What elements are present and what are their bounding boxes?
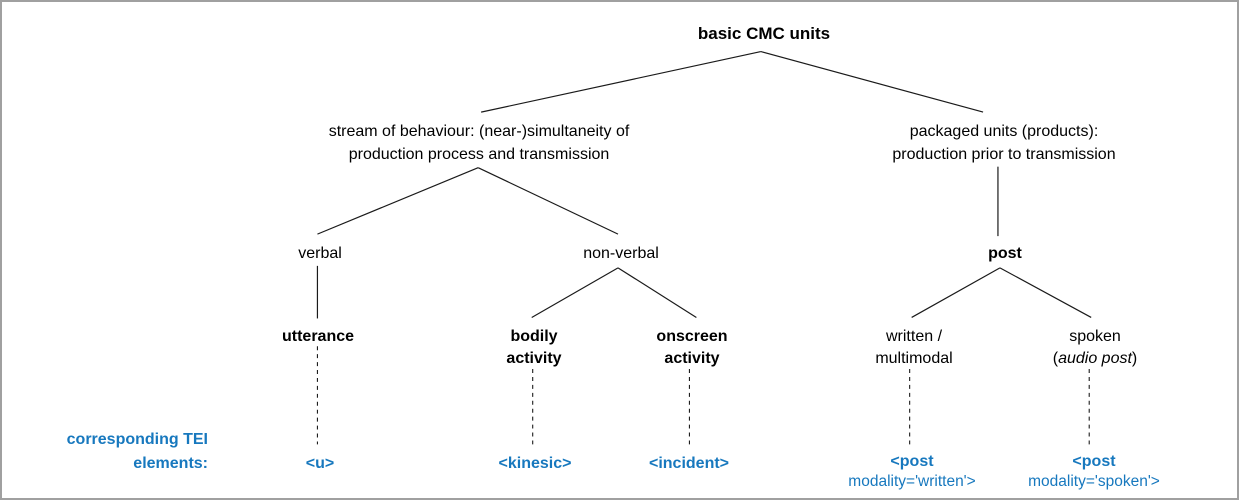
node-basic-cmc-units: basic CMC units (697, 24, 831, 43)
edge-nonverbal-bodily (531, 267, 619, 318)
node-written-line1: written / (885, 328, 943, 345)
paren-close: ) (1131, 350, 1138, 367)
node-bodily-line1: bodily (510, 328, 558, 345)
tei-post-written-line1: <post (890, 453, 934, 470)
node-packaged-units: packaged units (products): production pr… (892, 120, 1115, 166)
node-utterance: utterance (281, 328, 355, 345)
node-stream-of-behaviour: stream of behaviour: (near-)simultaneity… (329, 120, 630, 166)
node-non-verbal: non-verbal (583, 245, 659, 262)
paren-open: ( (1052, 350, 1059, 367)
tei-post-spoken-line1: <post (1072, 453, 1116, 470)
node-bodily-line2: activity (506, 350, 562, 367)
edge-post-spoken (999, 267, 1092, 318)
node-written-line2: multimodal (875, 350, 953, 367)
edge-root-stream (480, 51, 761, 113)
tei-post-written-line2: modality='written'> (848, 473, 976, 490)
node-onscreen-line1: onscreen (656, 328, 728, 345)
tei-caption-line1: corresponding TEI (66, 431, 208, 448)
tei-element-post-spoken: <post modality='spoken'> (1028, 452, 1160, 492)
node-verbal: verbal (298, 245, 342, 262)
node-onscreen-line2: activity (664, 350, 720, 367)
tei-element-u: <u> (305, 455, 335, 472)
tei-post-spoken-line2: modality='spoken'> (1028, 473, 1160, 490)
node-stream-line2: production process and transmission (348, 146, 610, 163)
node-spoken-line1: spoken (1069, 328, 1121, 345)
node-spoken-audio-post: spoken (audio post) (1053, 326, 1138, 370)
tei-caption-line2: elements: (133, 455, 208, 472)
edge-nonverbal-onscreen (617, 267, 697, 318)
edge-root-packaged (760, 51, 984, 113)
tei-caption: corresponding TEI elements: (22, 428, 208, 476)
tei-element-incident: <incident> (648, 455, 730, 472)
edge-stream-verbal (317, 167, 479, 235)
node-packaged-line2: production prior to transmission (892, 146, 1116, 163)
edge-post-written (911, 267, 1001, 318)
tei-element-kinesic: <kinesic> (498, 455, 572, 472)
node-post: post (988, 245, 1022, 262)
tei-element-post-written: <post modality='written'> (848, 452, 975, 492)
node-written-multimodal: written / multimodal (875, 326, 952, 370)
node-packaged-line1: packaged units (products): (909, 123, 1099, 140)
node-onscreen-activity: onscreen activity (656, 326, 727, 370)
node-spoken-line2: (audio post) (1053, 348, 1138, 370)
edge-stream-nonverbal (477, 167, 619, 235)
node-stream-line1: stream of behaviour: (near-)simultaneity… (328, 123, 630, 140)
node-bodily-activity: bodily activity (506, 326, 561, 370)
audio-post-italic: audio post (1058, 350, 1132, 367)
